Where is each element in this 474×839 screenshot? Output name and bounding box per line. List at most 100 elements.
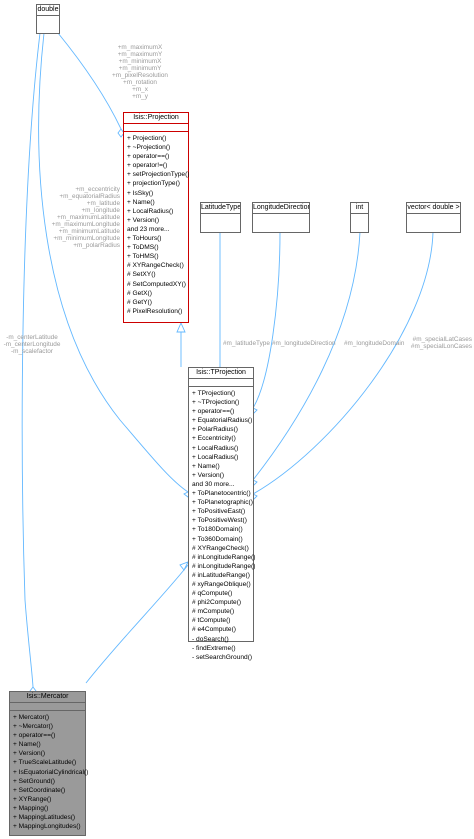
method-item[interactable]: # phi2Compute() — [192, 599, 242, 607]
method-item[interactable]: # XYRangeCheck() — [127, 262, 184, 270]
class-int[interactable]: int — [350, 202, 369, 233]
method-list: + Mercator()+ ~Mercator()+ operator==()+… — [10, 711, 89, 832]
method-item[interactable]: + operator==() — [127, 153, 170, 161]
edge-label-line: +m_maximumY — [117, 51, 163, 58]
method-item[interactable]: + EquatorialRadius() — [192, 417, 253, 425]
method-item[interactable]: + TrueScaleLatitude() — [13, 759, 77, 767]
method-item[interactable]: + ToPositiveEast() — [192, 508, 246, 516]
class-title: int — [351, 203, 368, 214]
method-item[interactable]: + IsSky() — [127, 189, 154, 197]
method-item[interactable]: + SetGround() — [13, 777, 55, 785]
edge-label-line: +m_minimumY — [118, 65, 162, 72]
edge-label-latitudetype: #m_latitudeType — [223, 340, 270, 347]
method-item[interactable]: + IsEquatorialCylindrical() — [13, 768, 89, 776]
method-item[interactable]: + LocalRadius() — [127, 207, 174, 215]
method-item[interactable]: # e4Compute() — [192, 626, 236, 634]
method-item[interactable]: + MappingLatitudes() — [13, 814, 76, 822]
method-item[interactable]: + Name() — [192, 462, 220, 470]
method-item[interactable]: + Projection() — [127, 135, 167, 142]
method-item[interactable]: + TProjection() — [192, 390, 236, 397]
method-item[interactable]: + operator==() — [192, 408, 235, 416]
method-item[interactable]: # GetY() — [127, 298, 152, 306]
method-item[interactable]: + PolarRadius() — [192, 426, 238, 434]
method-item[interactable]: + ToPlanetocentric() — [192, 490, 251, 498]
method-item[interactable]: # xyRangeOblique() — [192, 580, 251, 588]
method-item[interactable]: + XYRange() — [13, 795, 52, 803]
method-item[interactable]: + Eccentricity() — [192, 435, 236, 443]
method-item[interactable]: + ToPositiveWest() — [192, 517, 247, 525]
class-projection[interactable]: Isis::Projection + Projection()+ ~Projec… — [123, 112, 190, 323]
method-item[interactable]: # inLatitudeRange() — [192, 571, 250, 579]
class-title: double — [37, 5, 59, 16]
edge-double-tprojection — [38, 32, 189, 493]
method-item[interactable]: - doSearch() — [192, 635, 229, 643]
edge-label-line: +m_minimumLatitude — [58, 228, 120, 235]
method-item[interactable]: + SetCoordinate() — [13, 786, 66, 794]
method-item[interactable]: + setProjectionType() — [127, 171, 190, 179]
method-item[interactable]: and 30 more... — [192, 480, 235, 488]
method-item[interactable]: + To360Domain() — [192, 535, 243, 543]
method-item[interactable]: + Mapping() — [13, 804, 49, 812]
class-longitudedirection[interactable]: LongitudeDirection — [252, 202, 310, 233]
method-item[interactable]: and 23 more... — [127, 225, 170, 233]
method-item[interactable]: - setSearchGround() — [192, 653, 253, 661]
method-item[interactable]: # XYRangeCheck() — [192, 544, 249, 552]
method-item[interactable]: + Version() — [192, 471, 225, 479]
method-item[interactable]: + ToHMS() — [127, 253, 159, 261]
edge-label-double-projection: +m_maximumX+m_maximumY+m_minimumX+m_mini… — [100, 44, 180, 100]
method-item[interactable]: + LocalRadius() — [192, 444, 239, 452]
method-item[interactable]: + operator==() — [13, 732, 56, 740]
edge-inherit-mercator — [85, 564, 189, 684]
method-item[interactable]: + Mercator() — [13, 714, 50, 721]
method-item[interactable]: # PixelResolution() — [127, 307, 183, 315]
method-item[interactable]: # inLongitudeRange() — [192, 562, 256, 570]
method-item[interactable]: + operator!=() — [127, 162, 168, 170]
arrow-inherit-tprojection — [179, 561, 189, 571]
method-item[interactable]: # mCompute() — [192, 608, 235, 616]
method-item[interactable]: # SetXY() — [127, 271, 156, 279]
class-latitudetype[interactable]: LatitudeType — [200, 202, 241, 233]
edge-label-line: +m_equatorialRadius — [59, 193, 120, 200]
edge-label-line: #m_specialLonCases — [410, 343, 472, 350]
method-item[interactable]: + ToHours() — [127, 235, 162, 243]
edge-longitudedirection — [252, 231, 281, 409]
method-item[interactable]: + Version() — [13, 750, 46, 758]
method-item[interactable]: + ~Mercator() — [13, 723, 53, 731]
method-item[interactable]: # qCompute() — [192, 590, 233, 598]
class-vector-double[interactable]: vector< double > — [406, 202, 461, 233]
method-item[interactable]: + To180Domain() — [192, 526, 243, 534]
method-item[interactable]: # SetComputedXY() — [127, 280, 187, 288]
method-item[interactable]: + ~Projection() — [127, 144, 171, 152]
method-item[interactable]: + ToPlanetographic() — [192, 499, 253, 507]
method-item[interactable]: - findExtreme() — [192, 644, 236, 652]
edge-label-line: +m_rotation — [123, 79, 157, 86]
edge-label-double-tprojection: +m_eccentricity+m_equatorialRadius+m_lat… — [48, 186, 120, 249]
edge-int — [252, 231, 361, 481]
method-item[interactable]: + ToDMS() — [127, 244, 159, 252]
method-item[interactable]: + projectionType() — [127, 180, 180, 188]
method-item[interactable]: + Version() — [127, 216, 160, 224]
edge-vector — [252, 231, 434, 495]
method-item[interactable]: + MappingLongitudes() — [13, 823, 81, 831]
method-item[interactable]: # inLongitudeRange() — [192, 553, 256, 561]
edge-label-line: +m_pixelResolution — [112, 72, 168, 79]
class-title: vector< double > — [407, 203, 460, 214]
edge-label-line: +m_eccentricity — [75, 186, 120, 193]
edge-label-line: +m_minimumX — [118, 58, 162, 65]
method-item[interactable]: # tCompute() — [192, 617, 231, 625]
class-double[interactable]: double — [36, 4, 60, 34]
class-tprojection[interactable]: Isis::TProjection + TProjection()+ ~TPro… — [188, 367, 256, 661]
method-item[interactable]: # GetX() — [127, 289, 152, 297]
method-item[interactable]: + Name() — [13, 741, 41, 749]
edge-label-line: +m_polarRadius — [73, 242, 120, 249]
method-item[interactable]: + Name() — [127, 198, 155, 206]
class-mercator[interactable]: Isis::Mercator + Mercator()+ ~Mercator()… — [9, 691, 89, 836]
edge-label-line: +m_maximumLongitude — [51, 221, 120, 228]
class-title: LatitudeType — [201, 203, 240, 214]
method-item[interactable]: + LocalRadius() — [192, 453, 239, 461]
class-title: Isis::Projection — [124, 113, 188, 124]
edge-label-line: -m_scalefactor — [11, 348, 53, 355]
edge-label-line: -m_centerLongitude — [3, 341, 61, 348]
edge-label-longitudedirection: #m_longitudeDirection — [272, 340, 336, 347]
method-item[interactable]: + ~TProjection() — [192, 399, 240, 407]
